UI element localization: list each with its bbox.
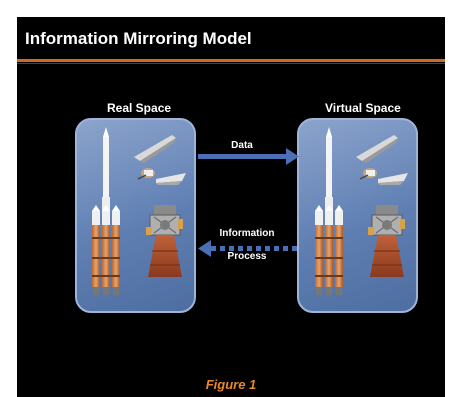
satellite-icon (133, 134, 187, 186)
virtual-space-label: Virtual Space (325, 101, 401, 115)
process-label: Process (227, 251, 267, 262)
slide: Information Mirroring Model Real Space V… (17, 17, 445, 397)
satellite-icon (355, 134, 409, 186)
rocket-icon (92, 127, 120, 295)
data-arrow (198, 148, 299, 165)
rocket-icon (315, 127, 343, 295)
information-process-arrow (198, 240, 298, 257)
real-space-label: Real Space (107, 101, 172, 115)
title-divider-shadow (17, 63, 445, 64)
rocket-engine-icon (145, 204, 184, 278)
diagram-graphics (92, 127, 409, 295)
figure-caption: Figure 1 (205, 377, 257, 392)
rocket-engine-icon (367, 204, 406, 278)
title-divider (17, 59, 445, 62)
information-label: Information (219, 228, 275, 239)
data-arrow-label: Data (231, 140, 253, 151)
slide-title: Information Mirroring Model (25, 29, 252, 48)
